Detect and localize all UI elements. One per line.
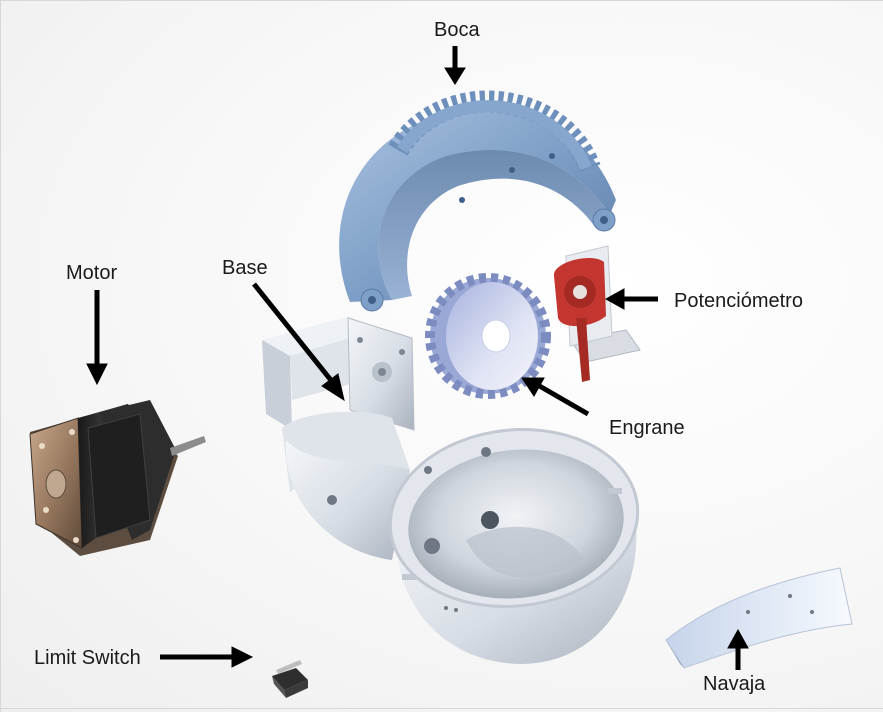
- engrane-part: [425, 273, 551, 399]
- arrow-limit-switch: [160, 646, 254, 668]
- frame-left-border: [0, 0, 1, 712]
- arrow-base: [252, 282, 345, 402]
- boca-part: [339, 90, 616, 312]
- arrow-boca: [444, 46, 466, 85]
- navaja-part: [665, 567, 853, 669]
- label-limit-switch: Limit Switch: [34, 647, 141, 669]
- arrow-motor: [86, 290, 108, 386]
- limit-switch-part: [272, 660, 308, 698]
- arrow-engrane: [521, 377, 590, 417]
- arrow-potenciometro: [604, 288, 658, 310]
- base-part: [262, 316, 415, 560]
- potenciometro-part: [553, 245, 641, 382]
- frame-top-border: [0, 0, 883, 1]
- lower-jaw-part: [388, 428, 640, 664]
- label-motor: Motor: [66, 262, 118, 284]
- motor-part: [29, 400, 206, 556]
- label-navaja: Navaja: [703, 673, 766, 695]
- label-base: Base: [222, 257, 268, 279]
- arrows: [86, 46, 749, 670]
- frame-bottom-border: [0, 708, 883, 709]
- label-engrane: Engrane: [609, 417, 685, 439]
- label-boca: Boca: [434, 19, 480, 41]
- arrow-navaja: [727, 628, 749, 670]
- label-potenciometro: Potenciómetro: [674, 290, 803, 312]
